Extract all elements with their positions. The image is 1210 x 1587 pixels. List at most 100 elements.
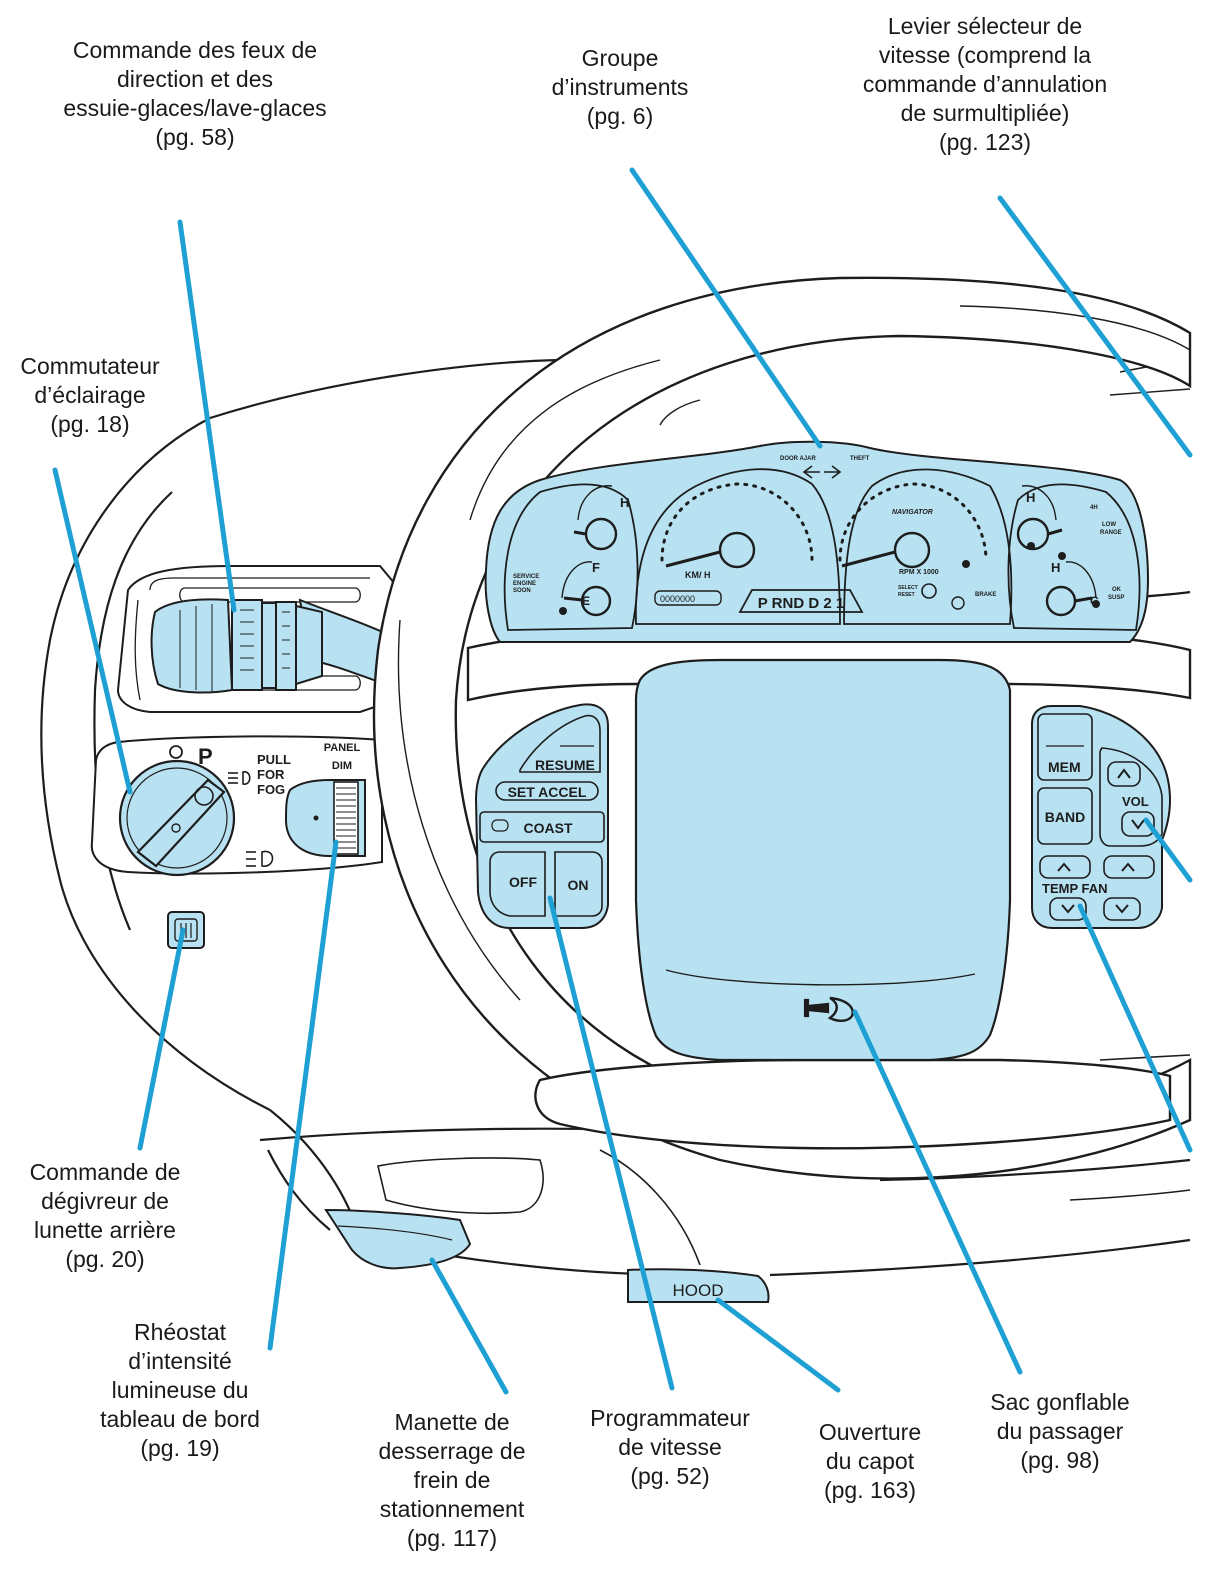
four-h-label: 4H: [1090, 505, 1098, 511]
fuel-f-label: F: [592, 560, 600, 575]
callout-defroster-line-1: Commande de: [29, 1159, 181, 1185]
callout-airbag-line-3: (pg. 98): [1020, 1447, 1100, 1473]
instrument-cluster[interactable]: [484, 440, 1150, 643]
callout-dimmer-line-3: lumineuse du: [111, 1377, 249, 1403]
pull-for-fog-3: FOG: [257, 782, 285, 797]
callout-airbag-line-2: du passager: [996, 1418, 1124, 1444]
ok-susp-label-1: OK: [1112, 587, 1122, 593]
resume-label: RESUME: [535, 757, 595, 773]
callout-instruments-line-3: (pg. 6): [586, 103, 654, 129]
callout-instruments-line-1: Groupe: [581, 45, 659, 71]
vol-label: VOL: [1122, 794, 1149, 809]
hood-label: HOOD: [673, 1281, 724, 1300]
odometer: 0000000: [660, 594, 695, 604]
callout-gear-selector-line-5: (pg. 123): [938, 129, 1032, 155]
callout-parking-brake-line-5: (pg. 117): [406, 1525, 498, 1551]
service-engine-label-1: SERVICE: [513, 574, 539, 580]
ok-susp-label-2: SUSP: [1108, 595, 1124, 601]
gear-display: P RND D 2 1: [758, 595, 844, 612]
leader-parking-brake: [429, 1257, 509, 1395]
resume-button[interactable]: RESUME: [519, 714, 601, 773]
callout-defroster-line-2: dégivreur de: [41, 1188, 169, 1214]
brake-label: BRAKE: [975, 592, 996, 598]
fog-lamp-icon: [228, 771, 251, 785]
callout-dimmer-line-1: Rhéostat: [133, 1319, 227, 1345]
coast-button[interactable]: COAST: [479, 811, 605, 843]
turn-signal-wiper-lever[interactable]: [150, 598, 402, 694]
callout-headlamp-line-3: (pg. 18): [50, 411, 130, 437]
leader-headlamp: [52, 467, 133, 795]
headlamp-switch[interactable]: [118, 759, 236, 877]
callout-defroster-line-4: (pg. 20): [65, 1246, 145, 1272]
callout-headlamp-line-2: d’éclairage: [34, 382, 146, 408]
panel-dim-label-1: PANEL: [324, 742, 361, 754]
callout-turn-wiper-line-1: Commande des feux de: [72, 37, 318, 63]
callout-parking-brake-line-2: desserrage de: [378, 1438, 526, 1464]
callout-airbag-line-1: Sac gonflable: [990, 1389, 1130, 1415]
callout-dimmer-line-4: tableau de bord: [100, 1406, 260, 1432]
cruise-off-button[interactable]: OFF: [489, 851, 546, 917]
callout-gear-selector: Levier sélecteur de vitesse (comprend la…: [830, 12, 1140, 157]
callout-turn-wiper-line-3: essuie-glaces/lave-glaces: [63, 95, 327, 121]
set-accel-button[interactable]: SET ACCEL: [495, 781, 599, 801]
callout-gear-selector-line-2: vitesse (comprend la: [878, 42, 1092, 68]
select-reset-label-2: RESET: [898, 592, 915, 598]
pull-for-fog-2: FOR: [257, 767, 285, 782]
callout-hood-line-1: Ouverture: [818, 1419, 922, 1445]
fuel-e-label: E: [582, 594, 590, 608]
fuel-h-label: H: [620, 495, 629, 510]
off-label: OFF: [509, 874, 537, 890]
callout-defroster-line-3: lunette arrière: [34, 1217, 176, 1243]
mem-button[interactable]: MEM: [1037, 713, 1093, 781]
coast-label: COAST: [524, 820, 573, 836]
parking-brake-release[interactable]: [324, 1208, 472, 1270]
leader-instruments: [629, 167, 823, 449]
rear-defroster-button[interactable]: [167, 911, 205, 949]
callout-instruments: Groupe d’instruments (pg. 6): [520, 44, 720, 131]
callout-instruments-line-2: d’instruments: [551, 74, 689, 100]
callout-hood-line-3: (pg. 163): [823, 1477, 917, 1503]
service-engine-label-3: SOON: [513, 588, 531, 594]
speedometer-unit: KM/ H: [685, 570, 711, 580]
low-range-label-1: LOW: [1102, 522, 1116, 528]
callout-parking-brake-line-1: Manette de: [394, 1409, 510, 1435]
band-label: BAND: [1045, 809, 1085, 825]
mem-label: MEM: [1048, 759, 1081, 775]
cruise-on-button[interactable]: ON: [554, 851, 603, 917]
hood-release[interactable]: HOOD: [627, 1268, 770, 1303]
pull-for-fog-1: PULL: [257, 752, 291, 767]
theft-label: THEFT: [850, 456, 870, 462]
leader-hood: [715, 1297, 841, 1393]
callout-turn-wiper-line-2: direction et des: [117, 66, 273, 92]
panel-dimmer[interactable]: [284, 779, 366, 857]
callout-gear-selector-line-3: commande d’annulation: [862, 71, 1108, 97]
callout-cruise-line-3: (pg. 52): [630, 1463, 710, 1489]
callout-dimmer-line-5: (pg. 19): [140, 1435, 220, 1461]
callout-turn-wiper: Commande des feux de direction et des es…: [20, 36, 370, 152]
callout-headlamp-line-1: Commutateur: [20, 353, 160, 379]
callout-cruise: Programmateur de vitesse (pg. 52): [570, 1404, 770, 1491]
cluster-labels: H F E H H C 4H LOW RANGE OK SUSP SERVICE…: [513, 456, 1124, 612]
parking-lamp-icon: [246, 850, 274, 867]
callout-gear-selector-line-1: Levier sélecteur de: [887, 13, 1083, 39]
airbag-horn-pad[interactable]: [634, 658, 1012, 1062]
callout-cruise-line-2: de vitesse: [618, 1434, 722, 1460]
callout-cruise-line-1: Programmateur: [590, 1405, 750, 1431]
leader-temp-fan: [1077, 903, 1193, 1153]
brand-label: NAVIGATOR: [892, 509, 933, 516]
oil-h-label: H: [1051, 560, 1060, 575]
panel-dim-label-2: DIM: [332, 760, 352, 772]
temp-fan-buttons[interactable]: TEMP FAN: [1039, 855, 1155, 921]
callout-headlamp: Commutateur d’éclairage (pg. 18): [0, 352, 180, 439]
select-reset-label-1: SELECT: [898, 585, 918, 591]
leader-vol: [1143, 817, 1193, 883]
turn-signal-arrows-icon: [802, 465, 842, 479]
headlamp-labels: P PULL FOR FOG: [169, 744, 291, 867]
callout-airbag: Sac gonflable du passager (pg. 98): [960, 1388, 1160, 1475]
callout-dimmer-line-2: d’intensité: [128, 1348, 232, 1374]
set-accel-label: SET ACCEL: [508, 784, 587, 800]
band-button[interactable]: BAND: [1037, 787, 1093, 845]
on-label: ON: [568, 877, 589, 893]
